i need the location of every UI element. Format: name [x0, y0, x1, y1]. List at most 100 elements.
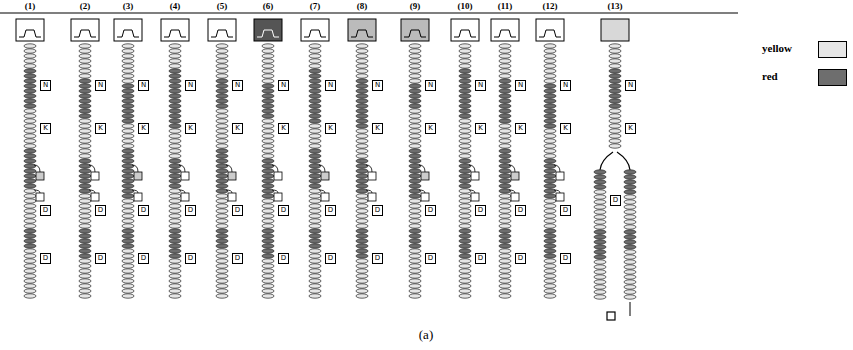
helix-segment — [262, 274, 274, 278]
helix-segment — [262, 209, 274, 213]
helix-segment — [79, 184, 91, 188]
helix-segment — [309, 64, 321, 68]
helix-segment — [356, 269, 368, 273]
column-number: (12) — [543, 1, 558, 11]
helix-segment — [24, 219, 36, 223]
helix-segment — [409, 239, 421, 243]
helix-segment — [594, 265, 606, 269]
helix-segment — [459, 249, 471, 253]
helix-segment — [356, 84, 368, 88]
icon-figure — [454, 30, 476, 37]
helix-segment — [409, 279, 421, 283]
helix-segment — [309, 194, 321, 198]
helix-segment — [609, 79, 621, 83]
helix-segment — [409, 109, 421, 113]
helix-segment — [262, 89, 274, 93]
helix-segment — [216, 54, 228, 58]
helix-segment — [79, 154, 91, 158]
helix-segment — [356, 249, 368, 253]
branch-line — [419, 190, 425, 193]
helix-segment — [356, 204, 368, 208]
helix-segment — [499, 169, 511, 173]
helix-segment — [24, 49, 36, 53]
helix-segment — [459, 174, 471, 178]
helix-segment — [356, 284, 368, 288]
helix-segment — [356, 199, 368, 203]
helix-segment — [609, 59, 621, 63]
helix-segment — [309, 264, 321, 268]
helix-segment — [459, 104, 471, 108]
helix-segment — [409, 194, 421, 198]
helix-segment — [24, 194, 36, 198]
helix-segment — [309, 149, 321, 153]
helix-segment — [216, 139, 228, 143]
helix-segment — [79, 104, 91, 108]
domain-tag: N — [325, 80, 336, 91]
helix-segment — [544, 134, 556, 138]
domain-tag: D — [95, 205, 106, 216]
helix-segment — [24, 154, 36, 158]
helix-segment — [169, 74, 181, 78]
domain-tag: D — [425, 205, 436, 216]
helix-segment — [122, 224, 134, 228]
helix-segment — [122, 199, 134, 203]
helix-segment — [216, 229, 228, 233]
helix-segment — [309, 214, 321, 218]
icon-frame — [348, 19, 376, 41]
helix-segment — [356, 64, 368, 68]
helix-segment — [609, 69, 621, 73]
helix-segment — [459, 209, 471, 213]
helix-segment — [544, 294, 556, 298]
domain-tag: D — [95, 253, 106, 264]
helix-segment — [459, 149, 471, 153]
helix-segment — [499, 284, 511, 288]
helix-segment — [24, 209, 36, 213]
helix-segment — [24, 74, 36, 78]
helix-segment — [356, 279, 368, 283]
branch-line — [132, 190, 138, 193]
helix-segment — [544, 204, 556, 208]
helix-segment — [24, 234, 36, 238]
helix-segment — [544, 169, 556, 173]
helix-segment — [624, 240, 636, 244]
domain-tag: K — [40, 123, 51, 134]
helix-segment — [122, 279, 134, 283]
domain-tag: D — [232, 253, 243, 264]
helix-segment — [24, 84, 36, 88]
icon-figure — [257, 30, 279, 37]
helix-segment — [356, 274, 368, 278]
helix-segment — [79, 49, 91, 53]
helix-segment — [624, 230, 636, 234]
domain-tag: N — [278, 80, 289, 91]
helix-segment — [79, 144, 91, 148]
helix-segment — [169, 64, 181, 68]
helix-segment — [499, 214, 511, 218]
icon-frame — [114, 19, 142, 41]
helix-segment — [499, 179, 511, 183]
helix-segment — [544, 264, 556, 268]
branch-line — [554, 190, 560, 193]
helix-segment — [624, 255, 636, 259]
helix-segment — [309, 89, 321, 93]
helix-segment — [79, 214, 91, 218]
side-square — [511, 172, 519, 180]
helix-segment — [624, 280, 636, 284]
helix-segment — [499, 104, 511, 108]
helix-segment — [499, 209, 511, 213]
side-square — [36, 172, 44, 180]
icon-frame — [161, 19, 189, 41]
helix-segment — [216, 289, 228, 293]
helix-segment — [624, 285, 636, 289]
helix-segment — [544, 234, 556, 238]
helix-segment — [499, 294, 511, 298]
helix-segment — [499, 114, 511, 118]
helix-segment — [499, 184, 511, 188]
helix-segment — [79, 129, 91, 133]
icon-frame — [16, 19, 44, 41]
helix-segment — [459, 244, 471, 248]
helix-segment — [356, 239, 368, 243]
helix-segment — [356, 114, 368, 118]
helix-segment — [609, 104, 621, 108]
side-square — [274, 193, 282, 201]
helix-segment — [624, 175, 636, 179]
